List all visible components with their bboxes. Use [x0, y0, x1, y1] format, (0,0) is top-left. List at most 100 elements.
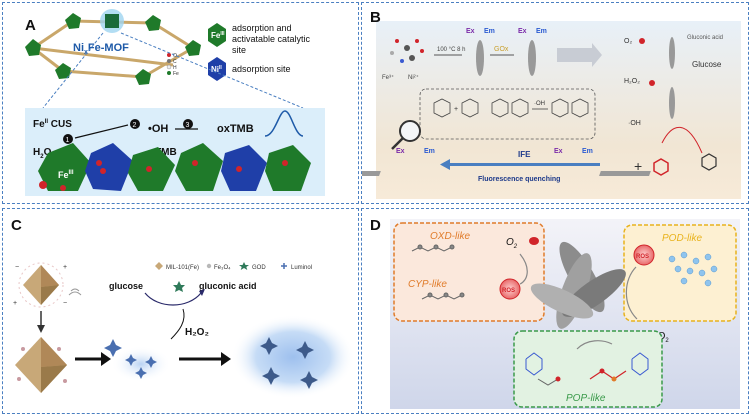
panel-c-letter: C: [11, 217, 22, 234]
mof-label-rest: Fe-MOF: [88, 42, 129, 54]
ex-label-3: Ex: [396, 148, 405, 155]
svg-text:FeII CUS: FeII CUS: [33, 119, 72, 130]
em-label-4: Em: [582, 148, 593, 155]
oh-label: ·OH: [628, 120, 641, 127]
svg-text:H2O: H2O: [33, 147, 52, 160]
svg-text:FeIII: FeIII: [58, 170, 74, 180]
glow-small: [111, 346, 171, 382]
ni-badge-sup: II: [219, 65, 222, 71]
em-label-1: Em: [484, 28, 495, 35]
svg-text:adsorption and activatab: adsorption and activatable catalytic sit…: [232, 23, 313, 55]
oh-small-label: ·OH: [534, 101, 545, 107]
legend-fe3o4: Fe₃O₄: [214, 265, 231, 271]
h2o2-label: H₂O₂: [185, 327, 209, 338]
fe-badge: Fe: [211, 31, 221, 40]
ife-label: IFE: [518, 150, 531, 159]
glucose-label: Glucose: [692, 60, 722, 69]
crystal-chain: [38, 143, 311, 191]
panel-b: Fe³⁺ Ni²⁺ 100 °C 8 h Ex Em GOx Ex Em O₂ …: [361, 2, 749, 204]
h2o2-sub2: 2: [665, 338, 669, 344]
legend-god: GOD: [252, 265, 266, 271]
svg-text:+: +: [63, 264, 67, 271]
cus-label-sup: II: [45, 119, 49, 125]
glucose-label: glucose: [109, 281, 143, 291]
ros-label-1: ROS: [502, 288, 515, 294]
fe3-sup: III: [69, 170, 74, 176]
nanozyme-petals: [530, 241, 626, 329]
o2-molecule-icon: [529, 237, 539, 245]
reaction-box: [419, 88, 596, 140]
em-label-2: Em: [536, 28, 547, 35]
atom-legend: O C H Fe: [166, 53, 179, 77]
o2-sub: 2: [513, 244, 518, 250]
step-3: 3: [186, 122, 190, 129]
god-star-icon: [239, 262, 249, 270]
svg-text:FeIII: FeIII: [211, 31, 225, 40]
magnifier-icon: [399, 120, 421, 142]
ion-ni: Ni²⁺: [408, 74, 419, 81]
oh-label: •OH: [148, 123, 168, 135]
product-ring-icon: [653, 158, 669, 176]
pod-label: POD-like: [662, 233, 702, 244]
nanosheet-6: [599, 171, 651, 176]
ife-arrow: [450, 163, 600, 166]
fe3-label: Fe: [58, 170, 69, 180]
mil101-particle-bottom: [15, 337, 67, 393]
mil101-particle-top: −+ +−: [13, 262, 67, 308]
mof-framework: [25, 9, 201, 85]
glow-small-stars: [125, 354, 157, 379]
atom-legend-o: O: [173, 53, 177, 59]
nanosheet-5: [362, 171, 381, 176]
nanosheet-1: Ex Em: [466, 28, 495, 76]
pop-label: POP-like: [566, 393, 606, 404]
reaction-condition: 100 °C 8 h: [437, 47, 465, 53]
ros-bubble-1: [499, 278, 521, 300]
atom-legend-h: H: [173, 65, 177, 71]
panel-b-figure: Fe³⁺ Ni²⁺ 100 °C 8 h Ex Em GOx Ex Em O₂ …: [362, 21, 741, 199]
svg-text:O2: O2: [506, 237, 518, 250]
nanosheet-2: Ex Em: [518, 28, 547, 76]
oxtmb-label: oxTMB: [217, 123, 254, 135]
panel-a-figure: NixFe-MOF O C H Fe FeIII adsorption and …: [25, 9, 325, 196]
ex-label-4: Ex: [554, 148, 563, 155]
plus-sign: +: [634, 158, 642, 174]
pop-box: [513, 330, 663, 408]
svg-text:−: −: [63, 300, 67, 307]
mof-label: Ni: [73, 42, 84, 54]
panel-a-letter: A: [25, 17, 36, 34]
gluconic-acid-label: gluconic acid: [199, 281, 257, 291]
ion-fe: Fe³⁺: [382, 74, 394, 81]
nanosheet-4: [669, 87, 675, 119]
legend-luminol: Luminol: [291, 265, 312, 271]
tmb-label: TMB: [155, 147, 177, 158]
fe-badge-icon: [208, 23, 226, 47]
panel-d-letter: D: [370, 217, 381, 234]
ros-bubble-2: [633, 244, 655, 266]
oxd-molecules: [411, 244, 465, 300]
cus-label-rest: CUS: [48, 119, 72, 130]
ni-badge: Ni: [211, 65, 219, 74]
glow-large: [231, 315, 355, 399]
svg-text:−: −: [15, 264, 19, 271]
atom-legend-c: C: [173, 59, 177, 65]
legend-mil101: MIL-101(Fe): [166, 265, 199, 271]
ni-badge-icon: [208, 57, 226, 81]
svg-text:NixFe-MOF: NixFe-MOF: [73, 42, 129, 56]
h2o2-sub: 2: [40, 154, 44, 160]
nanosheet-3: [669, 37, 675, 69]
oxd-label: OXD-like: [430, 231, 470, 242]
h2o2-label: H₂O₂: [624, 78, 640, 85]
ni-desc: adsorption site: [232, 64, 291, 74]
gox-label: GOx: [494, 46, 509, 53]
phenol-ring-icon: [701, 153, 717, 171]
cyp-label: CYP-like: [408, 279, 447, 290]
svg-text:NiII: NiII: [211, 65, 222, 74]
gluconic-acid-label: Gluconic acid: [687, 35, 723, 41]
panel-a: NixFe-MOF O C H Fe FeIII adsorption and …: [2, 2, 359, 204]
panel-c-figure: −+ +− MIL-101(Fe) Fe₃O₄ GOD Luminol: [13, 262, 355, 399]
pod-molecule: [668, 251, 718, 287]
em-label-3: Em: [424, 148, 435, 155]
plus-small: +: [454, 106, 458, 113]
step-1: 1: [66, 137, 70, 144]
god-enzyme-star-icon: [173, 281, 185, 292]
